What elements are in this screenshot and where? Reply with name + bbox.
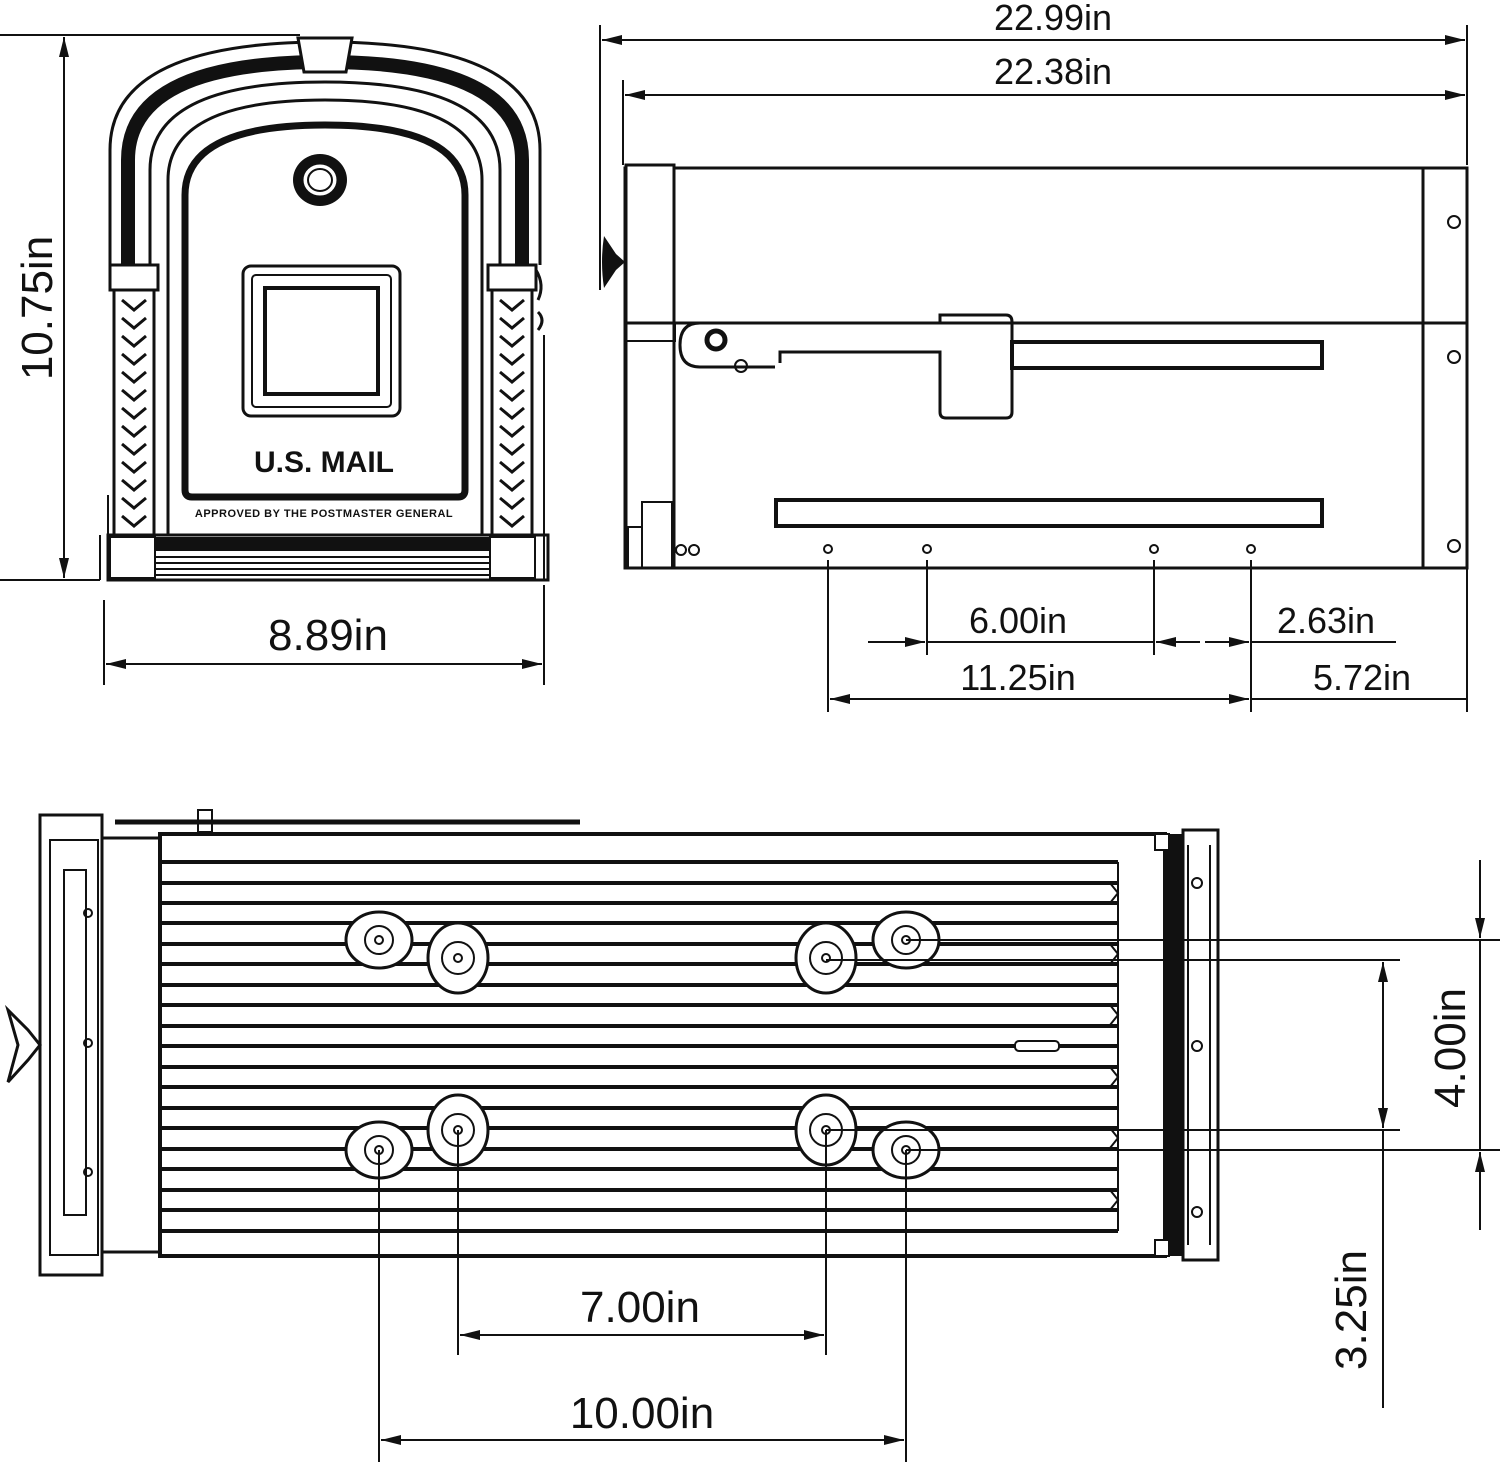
bottom-view: 7.00in 10.00in 4.00in 3.25in	[4, 809, 1500, 1462]
height-dimension: 10.75in	[0, 34, 300, 581]
offset-5-72-label: 5.72in	[1313, 657, 1411, 698]
hole-spacing-upper-dimension: 6.00in 2.63in	[868, 600, 1396, 647]
spacing-7-label: 7.00in	[580, 1283, 700, 1332]
flag-arm	[678, 313, 1014, 420]
width-dimension: 8.89in	[103, 585, 545, 685]
bottom-rail	[774, 498, 1324, 528]
ribs	[160, 860, 1120, 1233]
overall-length-dimension: 22.99in	[599, 0, 1468, 290]
door-frame	[624, 163, 676, 570]
door-knob-icon	[602, 236, 625, 288]
front-view: U.S. MAIL APPROVED BY THE POSTMASTER GEN…	[0, 34, 550, 685]
height-label: 10.75in	[13, 236, 62, 380]
address-window	[241, 264, 402, 418]
left-column	[108, 263, 160, 537]
mounting-bosses	[344, 910, 941, 1180]
spacing-6-label: 6.00in	[969, 600, 1067, 641]
spacing-3-25-label: 3.25in	[1327, 1250, 1376, 1370]
rear-frame	[1421, 166, 1469, 570]
keystone	[296, 36, 354, 74]
door-outline	[166, 98, 484, 535]
hole-spacing-lower-dimension: 11.25in 5.72in	[830, 657, 1467, 704]
spacing-10-label: 10.00in	[570, 1389, 714, 1438]
offset-2-63-label: 2.63in	[1277, 600, 1375, 641]
rear-bracket	[1165, 834, 1183, 1256]
mounting-holes-side	[823, 544, 1256, 554]
flag-slot	[1010, 340, 1324, 370]
bottom-door-knob-icon	[4, 1004, 42, 1084]
overall-length-label: 22.99in	[994, 0, 1112, 38]
us-mail-text: U.S. MAIL	[254, 446, 394, 479]
spacing-11-25-label: 11.25in	[960, 657, 1075, 698]
front-arch-inner	[148, 80, 502, 265]
postmaster-text: APPROVED BY THE POSTMASTER GENERAL	[195, 508, 453, 520]
body-length-dimension: 22.38in	[622, 51, 1465, 165]
outer-y-dimension: 4.00in	[1426, 860, 1485, 1230]
spacing-4-label: 4.00in	[1426, 988, 1475, 1108]
inner-x-dimension: 7.00in	[460, 1283, 824, 1340]
door-panel	[181, 121, 469, 501]
width-label: 8.89in	[268, 611, 388, 660]
right-column	[486, 263, 544, 537]
inner-y-dimension: 3.25in	[1327, 962, 1388, 1408]
outer-x-dimension: 10.00in	[381, 1389, 904, 1445]
body-length-label: 22.38in	[994, 51, 1112, 92]
side-view: 22.99in 22.38in 6.00in 2.63in 11.25in 5.…	[599, 0, 1469, 712]
